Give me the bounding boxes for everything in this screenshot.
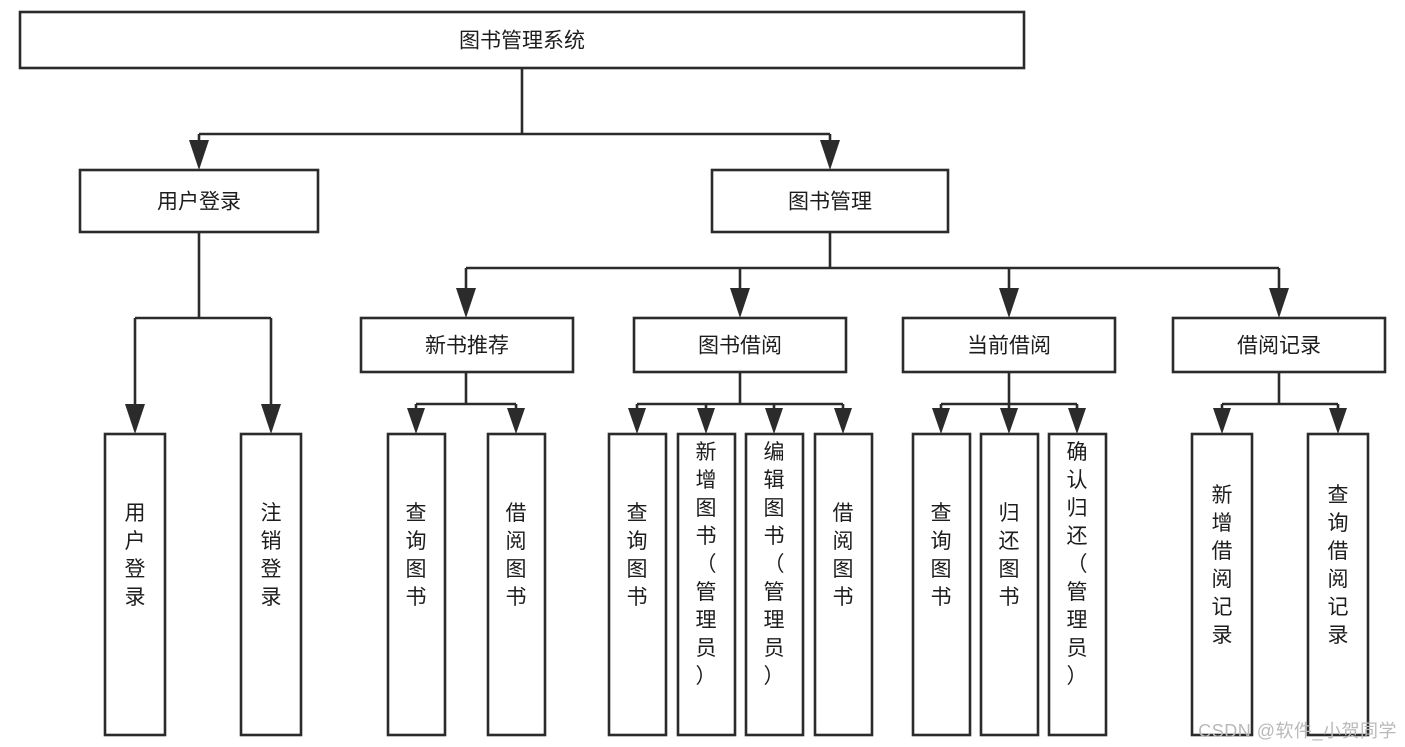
node-book-management-box[interactable] — [710, 168, 950, 234]
leaf-confirm-return-box[interactable] — [1047, 432, 1108, 737]
connector-group-current-borrow — [932, 372, 1086, 434]
leaf-node-query-book-2[interactable]: 查询图书 — [607, 432, 668, 737]
leaf-node-borrow-book-1[interactable]: 借阅图书 — [486, 432, 547, 737]
node-user-login-label: 用户登录 — [157, 191, 241, 214]
node-current-borrow[interactable]: 当前借阅 — [901, 316, 1117, 374]
leaf-add-book-box[interactable] — [676, 432, 737, 737]
leaf-user-login-box[interactable] — [103, 432, 167, 737]
leaf-node-borrow-book-2[interactable]: 借阅图书 — [813, 432, 874, 737]
leaf-node-query-book-1[interactable]: 查询图书 — [386, 432, 447, 737]
leaf-borrow-book-1-box[interactable] — [486, 432, 547, 737]
node-borrow-record[interactable]: 借阅记录 — [1171, 316, 1387, 374]
leaf-return-book-box[interactable] — [979, 432, 1040, 737]
arrow-bb-to-leaf-2 — [697, 408, 715, 434]
leaf-node-return-book[interactable]: 归还图书 — [979, 432, 1040, 737]
arrow-bm-to-borrow-record — [1269, 288, 1289, 318]
arrow-bm-to-book-borrow — [730, 288, 750, 318]
leaf-add-record-box[interactable] — [1190, 432, 1254, 737]
node-current-borrow-box[interactable] — [901, 316, 1117, 374]
leaf-borrow-book-1-label: 借阅图书 — [506, 502, 527, 609]
csdn-watermark: CSDN @软件_小贺同学 — [1198, 721, 1397, 741]
leaf-node-user-logout[interactable]: 注销登录 — [239, 432, 303, 737]
leaf-node-query-book-3[interactable]: 查询图书 — [911, 432, 972, 737]
node-root-box[interactable] — [18, 10, 1026, 70]
arrow-root-to-user-login — [189, 140, 209, 170]
arrow-cb-to-leaf-1 — [932, 408, 950, 434]
node-root[interactable]: 图书管理系统 — [18, 10, 1026, 70]
leaf-borrow-book-2-label: 借阅图书 — [833, 502, 854, 609]
node-book-borrow[interactable]: 图书借阅 — [632, 316, 848, 374]
node-root-label: 图书管理系统 — [459, 30, 585, 53]
arrow-nbr-to-leaf-2 — [507, 408, 525, 434]
leaf-borrow-book-2-box[interactable] — [813, 432, 874, 737]
leaf-return-book-label: 归还图书 — [999, 502, 1020, 609]
connector-group-book-management — [456, 232, 1289, 318]
arrow-root-to-book-management — [820, 140, 840, 170]
leaf-query-book-1-label: 查询图书 — [406, 502, 427, 609]
leaf-user-logout-box[interactable] — [239, 432, 303, 737]
leaf-query-book-3-label: 查询图书 — [931, 502, 952, 609]
connector-group-root — [189, 68, 840, 170]
node-user-login[interactable]: 用户登录 — [78, 168, 320, 234]
leaf-node-query-record[interactable]: 查询借阅记录 — [1306, 432, 1370, 737]
node-book-borrow-box[interactable] — [632, 316, 848, 374]
leaf-query-record-label: 查询借阅记录 — [1328, 484, 1349, 647]
leaf-confirm-return-label: 确认归还（管理员） — [1067, 441, 1088, 688]
node-borrow-record-label: 借阅记录 — [1237, 335, 1321, 358]
node-user-login-box[interactable] — [78, 168, 320, 234]
connector-group-user-login — [125, 232, 281, 434]
leaf-edit-book-box[interactable] — [744, 432, 805, 737]
leaf-query-book-2-label: 查询图书 — [627, 502, 648, 609]
arrow-cb-to-leaf-2 — [1000, 408, 1018, 434]
arrow-bb-to-leaf-3 — [765, 408, 783, 434]
arrow-user-login-to-leaf-2 — [261, 404, 281, 434]
leaf-node-user-login[interactable]: 用户登录 — [103, 432, 167, 737]
leaf-node-add-book[interactable]: 新增图书（管理员） — [676, 432, 737, 737]
node-new-book-recommend[interactable]: 新书推荐 — [359, 316, 575, 374]
leaf-node-confirm-return[interactable]: 确认归还（管理员） — [1047, 432, 1108, 737]
arrow-bb-to-leaf-1 — [628, 408, 646, 434]
arrow-br-to-leaf-2 — [1329, 408, 1347, 434]
node-current-borrow-label: 当前借阅 — [967, 335, 1051, 358]
node-book-management-label: 图书管理 — [788, 191, 872, 214]
arrow-bm-to-current-borrow — [999, 288, 1019, 318]
connector-group-new-book-recommend — [407, 372, 525, 434]
arrow-bb-to-leaf-4 — [834, 408, 852, 434]
leaf-node-add-record[interactable]: 新增借阅记录 — [1190, 432, 1254, 737]
leaf-user-login-label: 用户登录 — [125, 502, 146, 609]
node-book-borrow-label: 图书借阅 — [698, 335, 782, 358]
leaf-query-book-1-box[interactable] — [386, 432, 447, 737]
node-new-book-recommend-box[interactable] — [359, 316, 575, 374]
node-borrow-record-box[interactable] — [1171, 316, 1387, 374]
node-book-management[interactable]: 图书管理 — [710, 168, 950, 234]
arrow-cb-to-leaf-3 — [1068, 408, 1086, 434]
leaf-query-book-3-box[interactable] — [911, 432, 972, 737]
arrow-user-login-to-leaf-1 — [125, 404, 145, 434]
connector-group-borrow-record — [1213, 372, 1347, 434]
leaf-add-record-label: 新增借阅记录 — [1212, 484, 1233, 647]
connector-group-book-borrow — [628, 372, 852, 434]
arrow-nbr-to-leaf-1 — [407, 408, 425, 434]
leaf-query-record-box[interactable] — [1306, 432, 1370, 737]
leaf-user-logout-label: 注销登录 — [261, 502, 282, 609]
leaf-node-edit-book[interactable]: 编辑图书（管理员） — [744, 432, 805, 737]
node-new-book-recommend-label: 新书推荐 — [425, 335, 509, 358]
leaf-edit-book-label: 编辑图书（管理员） — [764, 441, 785, 688]
arrow-br-to-leaf-1 — [1213, 408, 1231, 434]
leaf-query-book-2-box[interactable] — [607, 432, 668, 737]
arrow-bm-to-new-book — [456, 288, 476, 318]
leaf-add-book-label: 新增图书（管理员） — [696, 441, 717, 688]
